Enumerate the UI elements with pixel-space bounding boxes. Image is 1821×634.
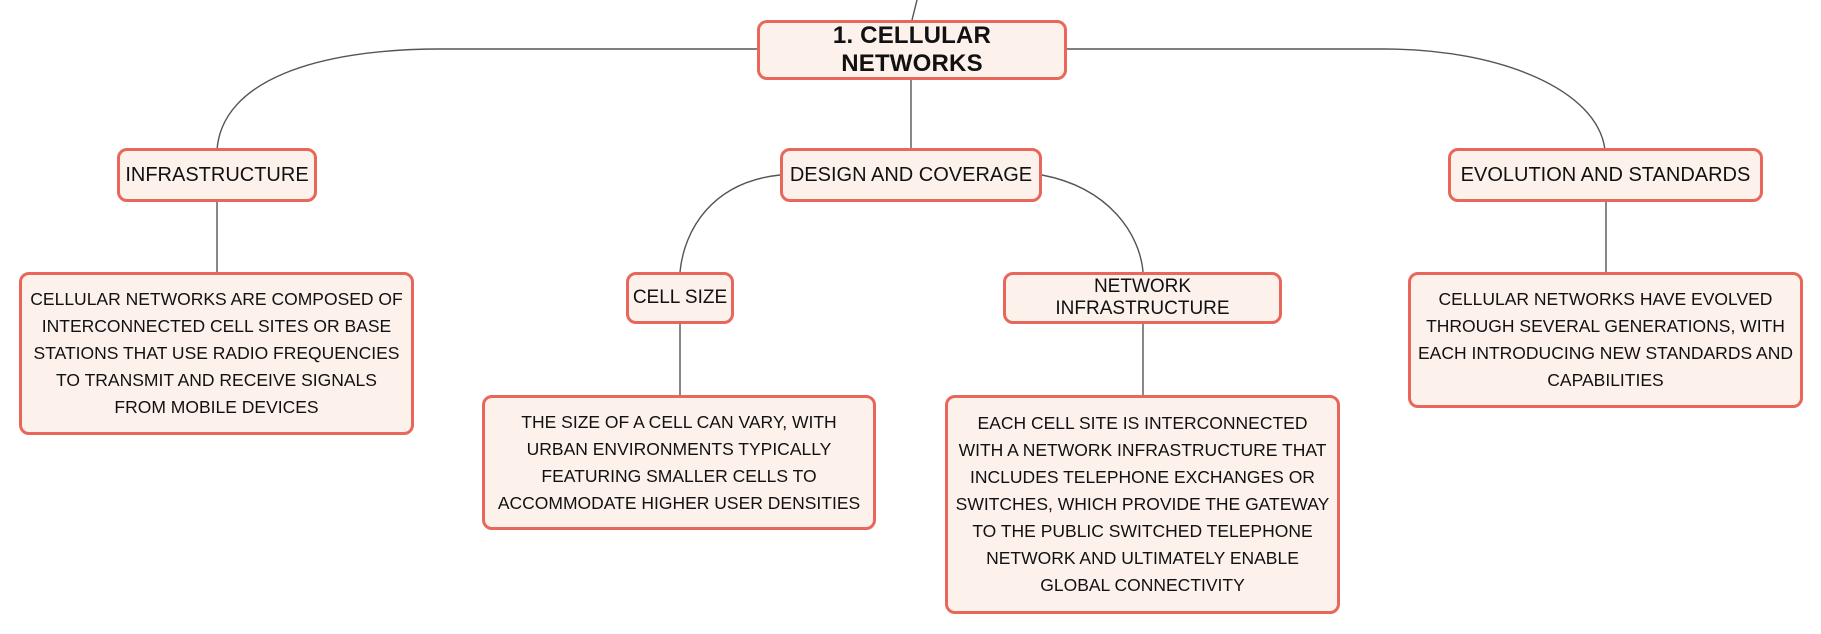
connector-root-to-evolution-standards bbox=[1067, 48, 1606, 151]
infrastructure-detail-node: CELLULAR NETWORKS ARE COMPOSED OF INTERC… bbox=[19, 272, 414, 435]
design-and-coverage-label: DESIGN AND COVERAGE bbox=[789, 163, 1033, 186]
network-infrastructure-detail-node: EACH CELL SITE IS INTERCONNECTED WITH A … bbox=[945, 395, 1340, 614]
evolution-detail-text: CELLULAR NETWORKS HAVE EVOLVED THROUGH S… bbox=[1418, 289, 1793, 390]
cell-size-detail-text: THE SIZE OF A CELL CAN VARY, WITH URBAN … bbox=[497, 411, 861, 513]
design-and-coverage-node[interactable]: DESIGN AND COVERAGE bbox=[780, 148, 1042, 202]
root-topic-label: 1. CELLULAR NETWORKS bbox=[832, 22, 992, 77]
connector-design-to-cell-size bbox=[679, 174, 781, 273]
cell-size-node[interactable]: CELL SIZE bbox=[626, 272, 734, 324]
cell-size-label: CELL SIZE bbox=[632, 287, 728, 308]
network-infrastructure-detail-text: EACH CELL SITE IS INTERCONNECTED WITH A … bbox=[955, 413, 1330, 595]
connector-design-to-network-infrastructure bbox=[1041, 174, 1144, 273]
evolution-and-standards-label: EVOLUTION AND STANDARDS bbox=[1460, 163, 1751, 186]
connector-root-to-infrastructure bbox=[216, 48, 757, 151]
infrastructure-detail-text: CELLULAR NETWORKS ARE COMPOSED OF INTERC… bbox=[30, 289, 403, 417]
network-infrastructure-label: NETWORK INFRASTRUCTURE bbox=[1055, 276, 1230, 319]
evolution-detail-node: CELLULAR NETWORKS HAVE EVOLVED THROUGH S… bbox=[1408, 272, 1803, 408]
infrastructure-label: INFRASTRUCTURE bbox=[125, 163, 309, 186]
network-infrastructure-node[interactable]: NETWORK INFRASTRUCTURE bbox=[1003, 272, 1282, 324]
cell-size-detail-node: THE SIZE OF A CELL CAN VARY, WITH URBAN … bbox=[482, 395, 876, 530]
root-topic-node[interactable]: 1. CELLULAR NETWORKS bbox=[757, 20, 1067, 80]
connector-parent-to-root bbox=[911, 0, 918, 21]
infrastructure-node[interactable]: INFRASTRUCTURE bbox=[117, 148, 317, 202]
evolution-and-standards-node[interactable]: EVOLUTION AND STANDARDS bbox=[1448, 148, 1763, 202]
